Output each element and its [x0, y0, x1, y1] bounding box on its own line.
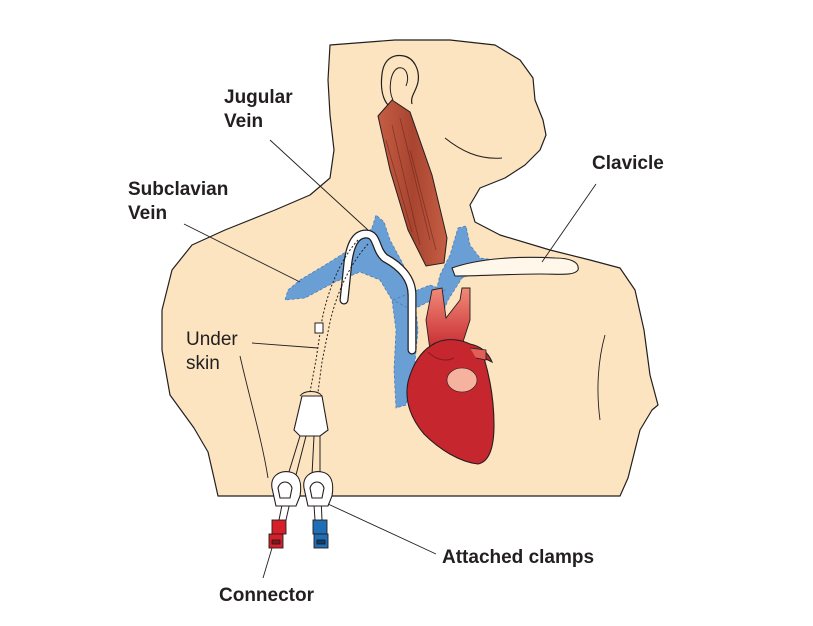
- subclavian-vein-label: Subclavian Vein: [128, 179, 229, 224]
- torso-outline: [161, 39, 659, 497]
- clavicle-bone: [451, 256, 579, 277]
- leader-lines: [183, 139, 597, 579]
- clamp-left[interactable]: [271, 471, 302, 507]
- clavicle-label: Clavicle: [592, 153, 664, 174]
- jaw-line: [444, 137, 503, 159]
- jugular-vein-label: Jugular Vein: [224, 87, 293, 132]
- ear-shape: [380, 54, 419, 111]
- connector-label: Connector: [219, 585, 314, 606]
- under-skin-label: Under skin: [186, 329, 238, 374]
- chest-contour: [239, 355, 269, 479]
- heart: [406, 339, 495, 465]
- clamp-right[interactable]: [303, 471, 334, 507]
- attached-clamps-label: Attached clamps: [442, 547, 595, 568]
- aorta: [425, 287, 471, 353]
- cuff: [314, 322, 324, 334]
- connector-blue[interactable]: [312, 519, 329, 549]
- tunneled-catheter: [309, 239, 359, 393]
- connector-red[interactable]: [268, 519, 287, 549]
